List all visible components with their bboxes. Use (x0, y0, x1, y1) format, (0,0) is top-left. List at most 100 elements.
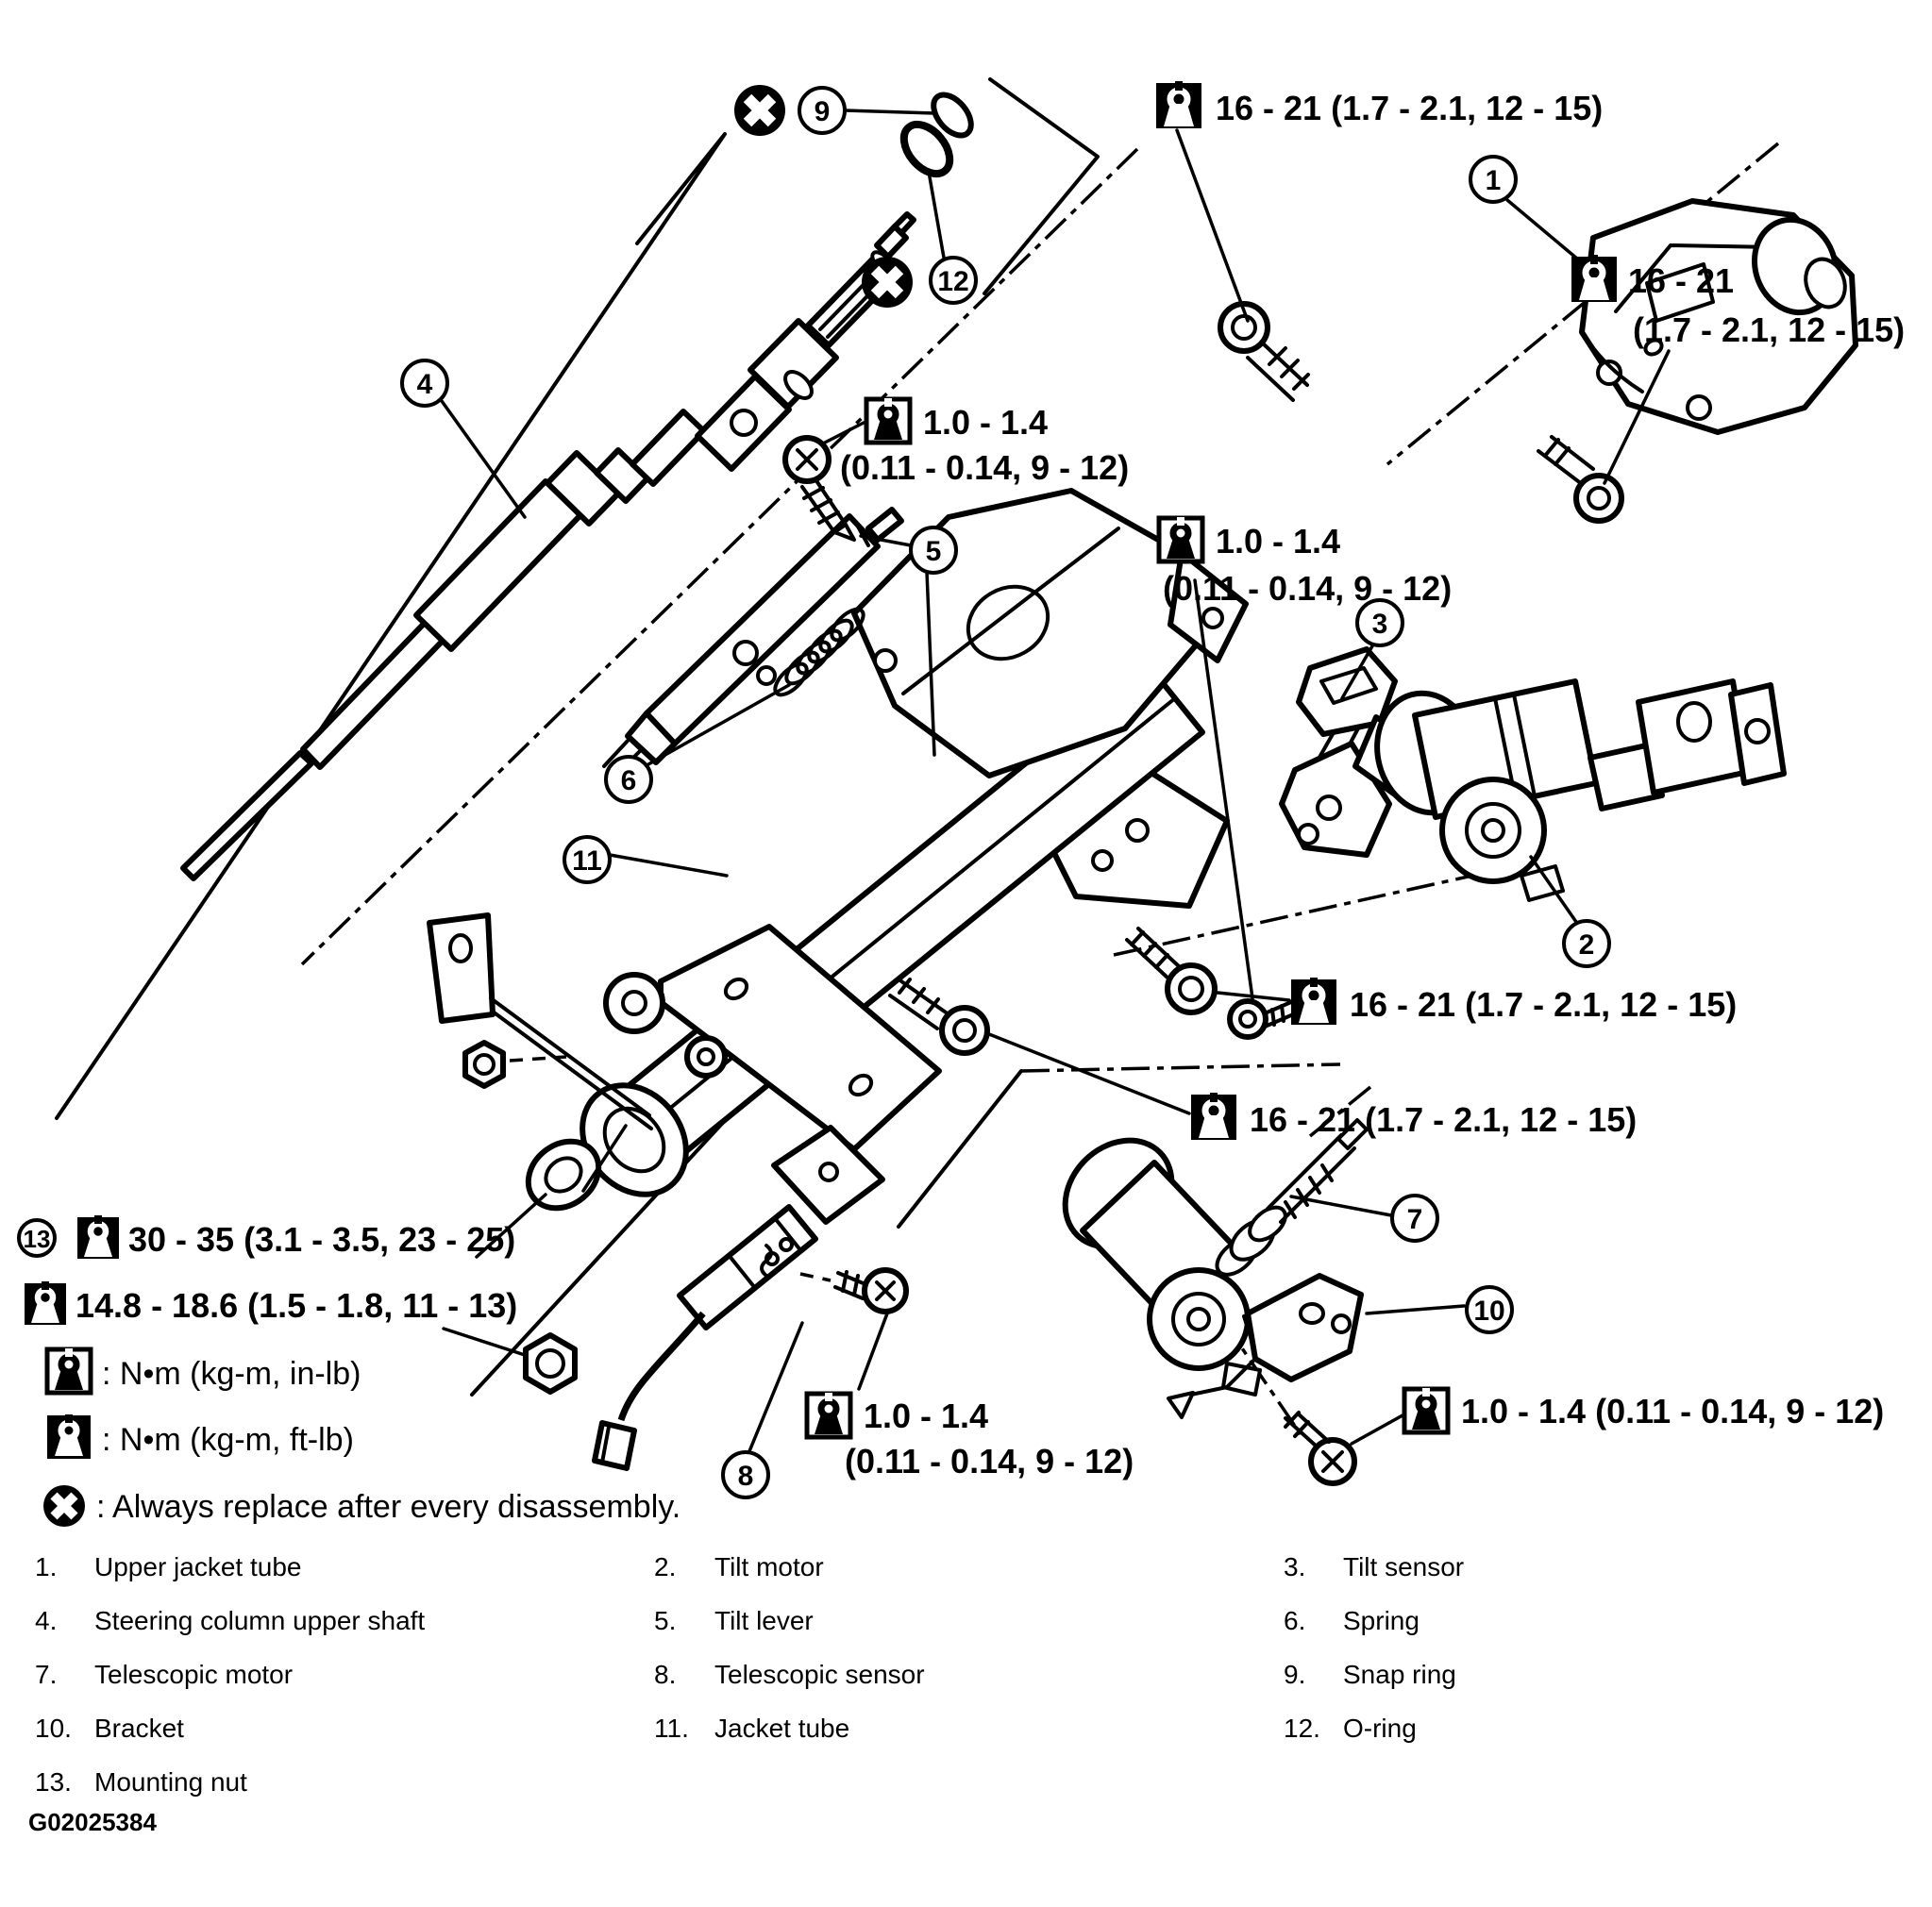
legend-ftlb-label: : N•m (kg-m, ft-lb) (102, 1422, 354, 1458)
callout-7-label: 7 (1407, 1204, 1423, 1235)
callout-5: 5 (909, 526, 958, 575)
callout-8: 8 (721, 1450, 770, 1499)
part-name: Telescopic motor (94, 1660, 293, 1689)
wrench-inlb-icon (864, 396, 913, 445)
torque-value-line2: (0.11 - 0.14, 9 - 12) (1163, 569, 1452, 608)
torque-spec-column-bolt-upper: 16 - 21 (1.7 - 2.1, 12 - 15) (1291, 978, 1737, 1025)
upper-jacket-tube (1579, 198, 1858, 435)
callout-1-label: 1 (1486, 165, 1502, 196)
torque-spec-telescopic-sensor-screw: 1.0 - 1.4 (0.11 - 0.14, 9 - 12) (804, 1391, 1134, 1480)
legend-replace-row: : Always replace after every disassembly… (43, 1485, 680, 1527)
legend-inlb-row: : N•m (kg-m, in-lb) (44, 1347, 361, 1396)
legend-replace-label: : Always replace after every disassembly… (96, 1489, 680, 1525)
callout-3: 3 (1355, 598, 1404, 647)
part-num: 4. (35, 1606, 57, 1635)
callout-4: 4 (400, 359, 449, 408)
part-name: O-ring (1343, 1714, 1417, 1743)
part-name: Steering column upper shaft (94, 1606, 425, 1635)
torque-value-line1: 16 - 21 (1628, 261, 1734, 300)
torque-spec-upper-bracket-side: 16 - 21 (1.7 - 2.1, 12 - 15) (1571, 255, 1905, 349)
replace-x-icon-o-ring (862, 257, 913, 308)
callout-12-label: 12 (937, 266, 968, 297)
bolt-upper-bracket-side (1537, 435, 1624, 524)
part-num: 13. (35, 1767, 72, 1797)
wrench-ftlb-icon (47, 1414, 91, 1459)
callout-9-label: 9 (815, 96, 831, 127)
callout-6-label: 6 (621, 765, 637, 796)
callout-9: 9 (798, 86, 847, 135)
torque-value-line2: (0.11 - 0.14, 9 - 12) (845, 1442, 1134, 1480)
steering-column-upper-shaft (180, 211, 916, 881)
part-num: 1. (35, 1552, 57, 1581)
part-num: 3. (1284, 1552, 1305, 1581)
part-name: Bracket (94, 1714, 184, 1743)
callout-5-label: 5 (926, 536, 942, 567)
tilt-lever-screw (782, 435, 856, 542)
tilt-lever (602, 507, 904, 778)
bracket-screw (1284, 1411, 1357, 1486)
part-num: 12. (1284, 1714, 1320, 1743)
torque-spec-mounting-nut: 30 - 35 (3.1 - 3.5, 23 - 25) (77, 1215, 515, 1259)
torque-value: 14.8 - 18.6 (1.5 - 1.8, 11 - 13) (76, 1286, 517, 1325)
callout-3-label: 3 (1372, 609, 1388, 640)
wrench-ftlb-icon (1191, 1093, 1236, 1140)
torque-spec-column-bolt-lower: 16 - 21 (1.7 - 2.1, 12 - 15) (1191, 1093, 1637, 1140)
callout-1: 1 (1469, 155, 1518, 204)
callouts: 9 12 4 1 5 3 6 11 2 7 10 8 13 (17, 86, 1611, 1499)
part-name: Tilt sensor (1343, 1552, 1464, 1581)
wrench-inlb-icon (44, 1347, 93, 1396)
part-num: 6. (1284, 1606, 1305, 1635)
torque-value-line2: (0.11 - 0.14, 9 - 12) (840, 448, 1129, 487)
callout-12: 12 (929, 256, 978, 305)
part-name: Upper jacket tube (94, 1552, 301, 1581)
telescopic-motor (1062, 1118, 1369, 1397)
torque-spec-lower-shaft-nut: 14.8 - 18.6 (1.5 - 1.8, 11 - 13) (25, 1281, 517, 1325)
wrench-ftlb-icon (1571, 255, 1617, 302)
torque-value: 1.0 - 1.4 (0.11 - 0.14, 9 - 12) (1461, 1392, 1884, 1430)
callout-13-label: 13 (24, 1225, 51, 1253)
bracket (1167, 1273, 1364, 1419)
lower-shaft-nut (523, 1332, 578, 1395)
telescopic-sensor-screw (799, 1267, 909, 1314)
bolt-upper-bracket-top (1218, 301, 1310, 402)
callout-8-label: 8 (738, 1461, 754, 1492)
leader-lines (440, 109, 1671, 1453)
callout-6: 6 (604, 755, 653, 804)
part-num: 8. (654, 1660, 676, 1689)
legend: : N•m (kg-m, in-lb) : N•m (kg-m, ft-lb) … (43, 1347, 680, 1527)
torque-spec-tilt-sensor-screw: 1.0 - 1.4 (0.11 - 0.14, 9 - 12) (1156, 515, 1452, 608)
part-name: Snap ring (1343, 1660, 1456, 1689)
torque-value: 16 - 21 (1.7 - 2.1, 12 - 15) (1350, 985, 1737, 1024)
torque-value-line1: 1.0 - 1.4 (1216, 522, 1340, 560)
wrench-inlb-icon (1156, 515, 1205, 564)
figure-id: G02025384 (28, 1808, 157, 1836)
callout-13: 13 (17, 1218, 57, 1258)
replace-x-icon-snap-ring (734, 85, 785, 136)
part-name: Mounting nut (94, 1767, 247, 1797)
legend-ftlb-row: : N•m (kg-m, ft-lb) (47, 1414, 354, 1459)
torque-value: 16 - 21 (1.7 - 2.1, 12 - 15) (1250, 1100, 1637, 1139)
part-num: 2. (654, 1552, 676, 1581)
part-name: Tilt lever (714, 1606, 814, 1635)
callout-7: 7 (1390, 1194, 1439, 1243)
torque-value-line2: (1.7 - 2.1, 12 - 15) (1633, 310, 1905, 349)
torque-value: 30 - 35 (3.1 - 3.5, 23 - 25) (128, 1220, 515, 1259)
column-bolt-lower (888, 978, 990, 1056)
torque-value-line1: 1.0 - 1.4 (923, 403, 1048, 442)
part-num: 10. (35, 1714, 72, 1743)
callout-11: 11 (563, 835, 612, 884)
wrench-ftlb-icon (25, 1281, 66, 1325)
snap-ring (931, 92, 974, 139)
wrench-ftlb-icon (1156, 81, 1201, 128)
o-ring (899, 120, 954, 178)
torque-spec-tilt-lever-screw: 1.0 - 1.4 (0.11 - 0.14, 9 - 12) (840, 396, 1129, 487)
part-name: Telescopic sensor (714, 1660, 925, 1689)
part-name: Spring (1343, 1606, 1420, 1635)
torque-value-line1: 1.0 - 1.4 (864, 1397, 988, 1435)
tilt-sensor-screw (1227, 998, 1293, 1040)
part-num: 11. (654, 1714, 689, 1743)
torque-spec-upper-bracket-top: 16 - 21 (1.7 - 2.1, 12 - 15) (1156, 81, 1603, 128)
torque-spec-bracket-screw: 1.0 - 1.4 (0.11 - 0.14, 9 - 12) (1402, 1386, 1884, 1435)
jacket-tube-assembly (427, 488, 1249, 1225)
